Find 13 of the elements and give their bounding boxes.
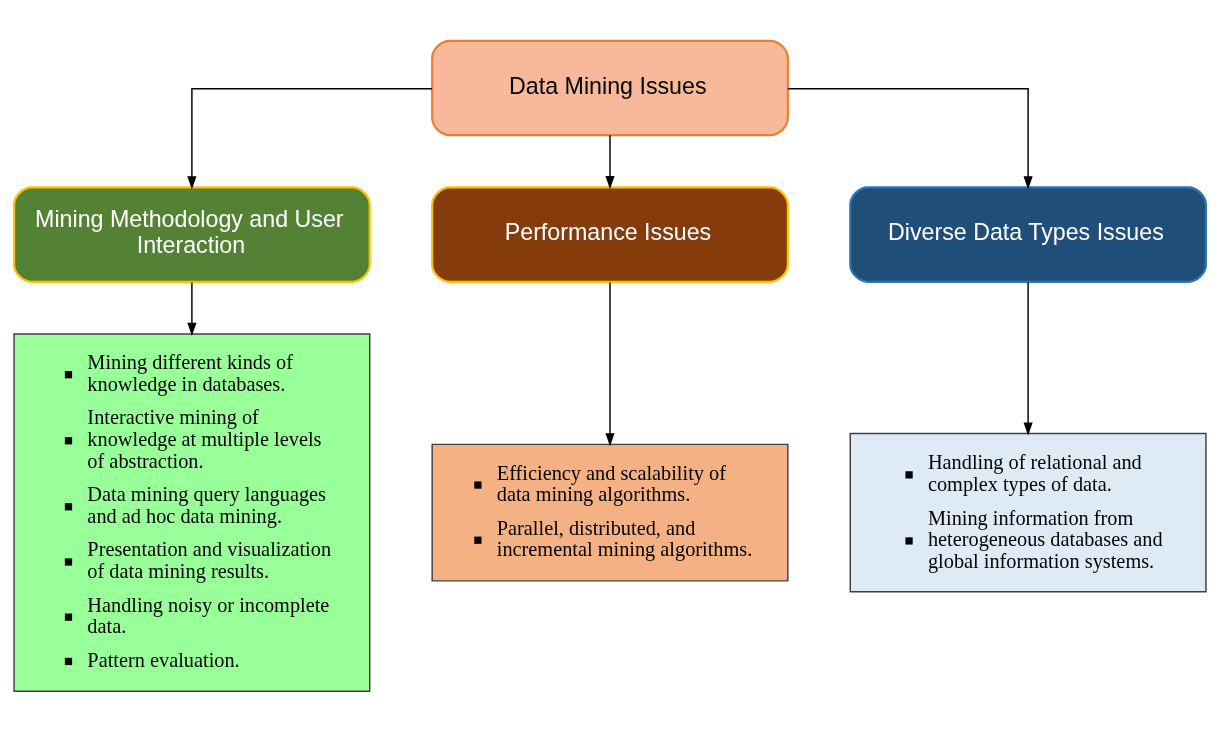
node-box: Diverse Data Types Issues [849, 185, 1208, 283]
node-box: Performance Issues [431, 185, 789, 283]
node-box: Handling of relational and complex types of data. Mining information from heterogeneous databases and global information systems. [849, 432, 1207, 592]
arrow [605, 281, 615, 446]
node-box: Data Mining Issues [431, 39, 789, 136]
arrow [605, 133, 615, 189]
arrow [187, 281, 197, 336]
node-box: Mining Methodology and User Interaction [12, 185, 371, 283]
arrow [787, 87, 1033, 189]
node-box: Efficiency and scalability of data mining algorithms. Parallel, distributed, and incremental mining algorithms. [431, 443, 789, 582]
arrow [1023, 281, 1033, 436]
node-box: Mining different kinds of knowledge in databases. Interactive mining of knowledge at multiple levels of abstraction. Data mining query languages and ad hoc data mining. Presentation and visualization of data mining results. Handling noisy or incomplete data. Pattern evaluation. [13, 332, 371, 692]
arrow [187, 87, 433, 189]
